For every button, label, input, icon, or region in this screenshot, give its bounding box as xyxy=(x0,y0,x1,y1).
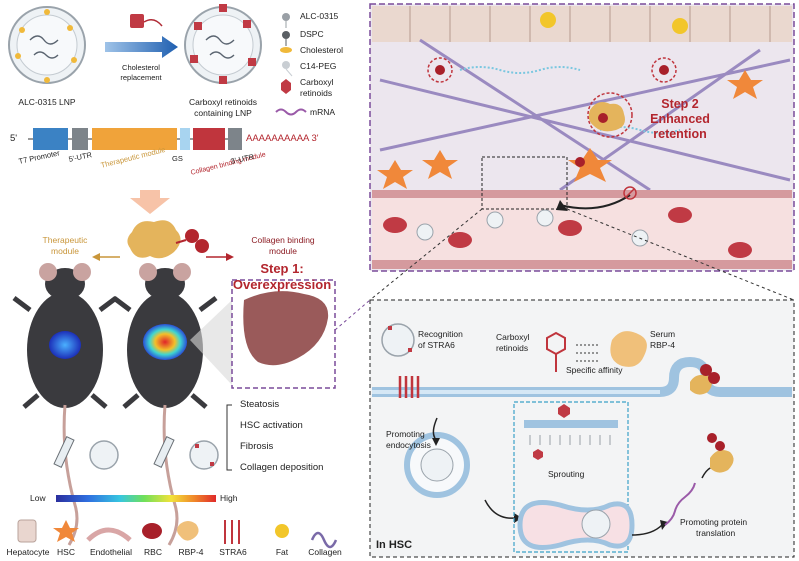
cholesterol-replacement-arrow xyxy=(105,14,178,58)
mrna-construct-graphic xyxy=(28,128,242,150)
legend-rbc: RBC xyxy=(144,547,162,557)
legend-hsc: HSC xyxy=(57,547,75,557)
arrow-label-line1: Cholesterol xyxy=(122,63,160,72)
translation-line1: Promoting protein xyxy=(680,517,748,527)
carboxyl-retinoid-lnp-graphic xyxy=(184,4,262,84)
collagen-module-line1: Collagen binding xyxy=(251,235,315,245)
legend-fat: Fat xyxy=(275,547,289,557)
carboxyl-line1: Carboxyl xyxy=(496,332,530,342)
translation-line2: translation xyxy=(696,528,736,538)
zoom-box xyxy=(481,156,568,210)
legend-stra6: STRA6 xyxy=(219,547,247,557)
legend-alc0315: ALC-0315 xyxy=(300,11,339,21)
specific-affinity: Specific affinity xyxy=(566,365,623,375)
syringe-left-graphic xyxy=(53,436,119,470)
carboxyl-line2: retinoids xyxy=(496,343,529,353)
down-arrow xyxy=(130,190,170,214)
recognition-line1: Recognition xyxy=(418,329,463,339)
construct-5prime: 5' xyxy=(10,133,18,144)
construct-gs: GS xyxy=(172,154,183,163)
step2-line3: retention xyxy=(653,127,707,141)
legend-c14-peg: C14-PEG xyxy=(300,61,337,71)
alc0315-lnp-graphic xyxy=(8,6,86,84)
step1-line2: Overexpression xyxy=(232,277,332,292)
bottom-legend-icons xyxy=(17,519,338,549)
liver-graphic xyxy=(243,291,329,366)
recognition-line2: of STRA6 xyxy=(418,340,455,350)
color-scale-bar xyxy=(56,495,216,502)
endocytosis-line2: endocytosis xyxy=(386,440,431,450)
scale-low: Low xyxy=(30,493,46,503)
serum-line1: Serum xyxy=(650,329,676,339)
lnp-right-label-line2: containing LNP xyxy=(194,108,252,118)
legend-cholesterol: Cholesterol xyxy=(300,45,343,55)
endocytosis-line1: Promoting xyxy=(386,429,425,439)
therapeutic-module-line1: Therapeutic xyxy=(42,235,88,245)
syringe-right-graphic xyxy=(153,436,219,470)
effect-fibrosis: Fibrosis xyxy=(240,441,274,452)
legend-hepatocyte: Hepatocyte xyxy=(6,547,50,557)
collagen-module-line2: module xyxy=(269,246,297,256)
sprouting-label: Sprouting xyxy=(548,469,585,479)
effect-collagen-deposition: Collagen deposition xyxy=(240,462,324,473)
effects-bracket xyxy=(226,404,232,471)
arrow-label-line2: replacement xyxy=(120,73,162,82)
in-hsc-label: In HSC xyxy=(376,539,413,551)
effect-steatosis: Steatosis xyxy=(240,399,280,410)
legend-endothelial: Endothelial xyxy=(89,547,133,557)
mouse-left-graphic xyxy=(12,263,118,546)
sprouting-box xyxy=(513,401,629,553)
legend-icons xyxy=(275,13,307,116)
step2-line1: Step 2 xyxy=(661,97,699,111)
lnp-right-label-line1: Carboxyl retinoids xyxy=(188,97,258,107)
lnp-left-label: ALC-0315 LNP xyxy=(18,97,76,107)
legend-carboxyl: Carboxyl xyxy=(300,77,334,87)
effect-hsc-activation: HSC activation xyxy=(240,420,303,431)
therapeutic-module-line2: module xyxy=(51,246,79,256)
liver-box xyxy=(231,279,336,389)
legend-rbp4: RBP-4 xyxy=(178,547,204,557)
legend-retinoids: retinoids xyxy=(300,88,333,98)
legend-dspc: DSPC xyxy=(300,29,324,39)
step1-line1: Step 1: xyxy=(260,261,304,276)
legend-mrna: mRNA xyxy=(310,107,336,117)
serum-line2: RBP-4 xyxy=(650,340,676,350)
construct-3prime-tail: AAAAAAAAAA 3' xyxy=(246,133,319,144)
mouse-right-graphic xyxy=(112,263,232,546)
step2-line2: Enhanced xyxy=(650,112,710,126)
legend-collagen: Collagen xyxy=(308,547,342,557)
fusion-protein-graphic xyxy=(92,220,234,261)
scale-high: High xyxy=(220,493,238,503)
